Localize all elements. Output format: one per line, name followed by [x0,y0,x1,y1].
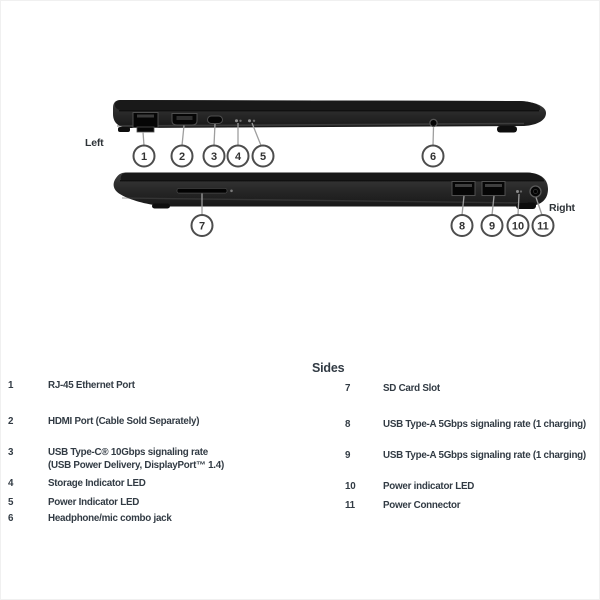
legend-label-1: RJ-45 Ethernet Port [48,380,135,391]
legend-label-11: Power Connector [383,500,461,511]
headphone-mic-jack [429,118,438,128]
legend-label-7: SD Card Slot [383,383,440,394]
callout-1: 1 [132,144,156,168]
callout-2: 2 [170,144,194,168]
callout-11: 11 [531,214,555,237]
legend-label-3-line2: (USB Power Delivery, DisplayPort™ 1.4) [48,460,224,471]
rj45-ethernet-port [132,112,159,133]
usb-a-port-9 [481,181,506,196]
laptop-left-seam [119,110,539,112]
laptop-right-foot-rear [516,202,536,209]
legend-label-6: Headphone/mic combo jack [48,513,172,524]
callout-7: 7 [190,214,214,237]
svg-text:8: 8 [459,221,465,233]
laptop-left-foot-front [118,127,130,132]
ports-legend: 1 RJ-45 Ethernet Port 7 SD Card Slot 2 H… [8,379,596,530]
laptop-right-bottom-highlight [121,197,529,204]
legend-label-10: Power indicator LED [383,481,475,492]
callout-9: 9 [480,214,504,237]
svg-text:2: 2 [179,151,185,163]
legend-num-5: 5 [8,497,14,508]
legend-label-4: Storage Indicator LED [48,478,146,489]
legend-label-9: USB Type-A 5Gbps signaling rate (1 charg… [383,450,586,461]
storage-indicator-led [235,119,242,123]
legend-num-10: 10 [345,481,356,492]
power-indicator-led [248,119,256,123]
laptop-right-seam [120,180,544,182]
legend-num-4: 4 [8,478,14,489]
usb-c-port [207,115,223,124]
power-indicator-led-right [516,190,523,193]
laptop-sides-illustration: 1 2 3 4 5 6 [113,100,555,237]
right-view-leader-lines [201,193,543,216]
left-view-leader-lines [142,122,435,146]
usb-a-port-8 [451,181,476,196]
laptop-right-side-view: 7 8 9 10 11 [113,172,555,237]
svg-text:11: 11 [537,221,549,233]
legend-num-7: 7 [345,383,351,394]
svg-text:3: 3 [211,151,217,163]
callout-8: 8 [450,214,474,237]
legend-num-3: 3 [8,447,14,458]
legend-num-2: 2 [8,416,14,427]
svg-text:4: 4 [235,151,242,163]
legend-num-11: 11 [345,500,355,511]
svg-text:6: 6 [430,151,436,163]
laptop-left-lid-edge [114,100,540,110]
callout-10: 10 [506,214,530,237]
callout-6: 6 [421,144,445,168]
left-side-label: Left [85,137,104,149]
legend-label-8: USB Type-A 5Gbps signaling rate (1 charg… [383,419,586,430]
svg-text:10: 10 [512,221,524,233]
legend-num-6: 6 [8,513,14,524]
callout-5: 5 [251,144,275,168]
legend-num-8: 8 [345,419,351,430]
legend-num-1: 1 [8,380,14,391]
hdmi-port [171,113,198,126]
legend-label-3-line1: USB Type-C® 10Gbps signaling rate [48,447,208,458]
legend-label-2: HDMI Port (Cable Sold Separately) [48,416,200,427]
callout-4: 4 [226,144,250,168]
legend-num-9: 9 [345,450,351,461]
svg-text:5: 5 [260,151,266,163]
legend-label-5: Power Indicator LED [48,497,140,508]
laptop-left-bottom-highlight [116,122,525,127]
svg-text:1: 1 [141,151,147,163]
svg-text:7: 7 [199,221,205,233]
laptop-left-foot-rear [497,126,517,133]
power-connector [529,185,542,198]
legend-label-3: USB Type-C® 10Gbps signaling rate (USB P… [48,446,345,472]
legend-title: Sides [312,361,345,375]
laptop-right-foot-front [152,203,170,209]
right-side-label: Right [549,202,575,214]
svg-text:9: 9 [489,221,495,233]
callout-3: 3 [202,144,226,168]
sd-card-slot [176,188,233,194]
laptop-right-lid-edge [120,172,544,180]
laptop-left-side-view: 1 2 3 4 5 6 [113,100,546,168]
